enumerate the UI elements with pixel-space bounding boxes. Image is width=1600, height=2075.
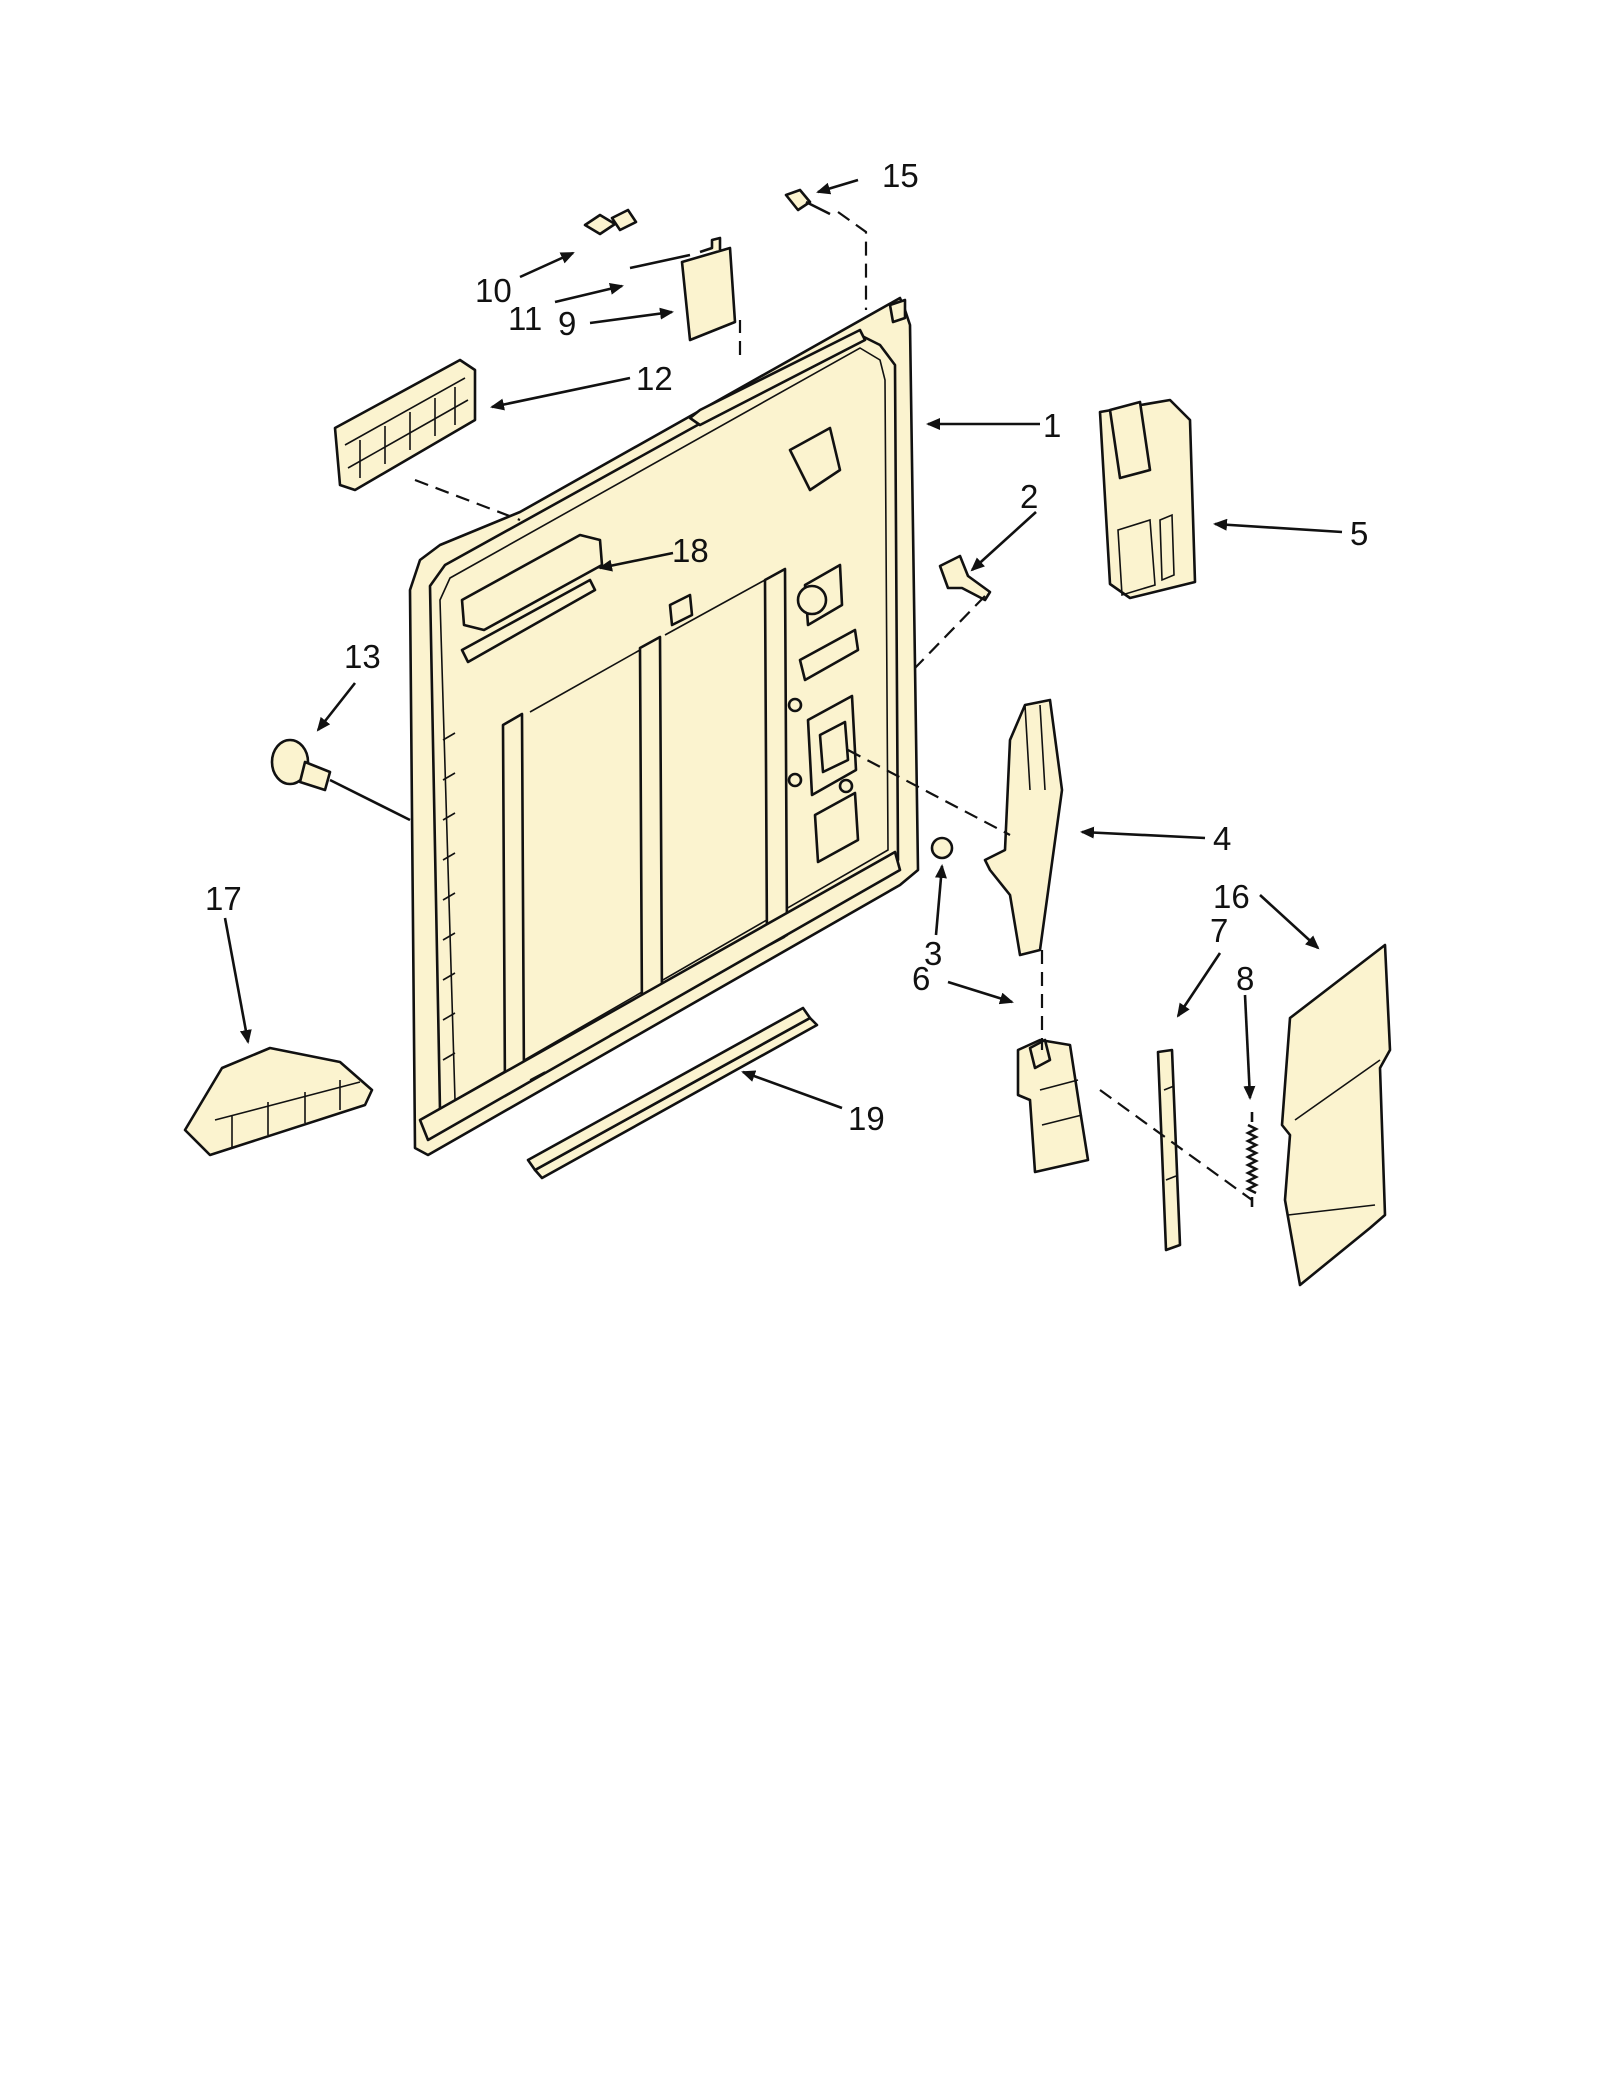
vent-grille [333,358,477,492]
latch-cover [583,208,737,342]
leader-arrows [223,178,1343,1110]
link-rod [1156,1048,1182,1252]
callout-1: 1 [1043,407,1061,444]
callout-labels: 1 2 3 4 5 6 7 8 9 10 11 12 13 15 16 17 1… [205,157,1368,1137]
callout-2: 2 [1020,478,1038,515]
callout-16: 16 [1213,878,1250,915]
strike [938,554,992,602]
callout-3: 3 [924,935,942,972]
callout-18: 18 [672,532,709,569]
callout-11: 11 [508,300,542,337]
assembly-lines [414,211,1253,1201]
callout-10: 10 [475,272,512,309]
latch-housing [1098,398,1197,600]
callout-8: 8 [1236,960,1254,997]
inner-door-panel [408,296,920,1157]
nut [930,836,954,860]
door-bumper [270,738,411,822]
end-cap [183,1046,374,1157]
callout-5: 5 [1350,515,1368,552]
callout-6: 6 [912,960,930,997]
callout-4: 4 [1213,820,1231,857]
callout-7: 7 [1210,912,1228,949]
callout-9: 9 [558,305,576,342]
side-panel [1280,943,1392,1287]
gasket-strip [526,1006,819,1180]
spring [1245,1112,1259,1207]
callout-12: 12 [636,360,673,397]
latch-body [983,698,1064,957]
callout-13: 13 [344,638,381,675]
latch-bracket [1016,1038,1090,1174]
callout-15: 15 [882,157,919,194]
screw [784,188,831,216]
callout-17: 17 [205,880,242,917]
callout-19: 19 [848,1100,885,1137]
